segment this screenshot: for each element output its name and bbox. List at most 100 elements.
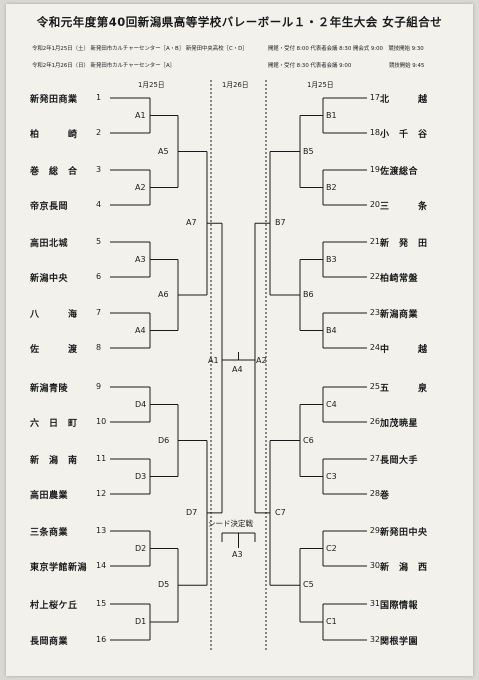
team-number: 7: [96, 308, 102, 317]
team-number: 32: [369, 635, 380, 644]
match-label: D7: [186, 507, 198, 517]
match-label: A7: [186, 218, 197, 228]
team-name: 国際情報: [380, 601, 419, 611]
date-right: 1月25日: [307, 81, 334, 89]
team-name: 小 千 谷: [380, 130, 428, 140]
team-name: 北 越: [380, 95, 428, 105]
team-name: 新発田商業: [30, 95, 78, 105]
team-name: 八 海: [30, 310, 78, 320]
seed-decision-label: シード決定戦: [208, 519, 253, 528]
match-label: D3: [135, 471, 147, 481]
match-label: A1: [135, 110, 146, 120]
team-name: 柏 崎: [30, 130, 78, 140]
match-label: C2: [326, 543, 337, 553]
team-name: 村上桜ケ丘: [30, 601, 78, 611]
team-name: 三条商業: [30, 528, 69, 538]
match-label: C1: [326, 617, 337, 626]
team-number: 4: [96, 200, 102, 209]
date-center: 1月26日: [222, 81, 249, 89]
team-name: 加茂暁星: [380, 419, 419, 429]
match-label: C3: [326, 471, 337, 481]
team-name: 新 潟 南: [30, 456, 78, 466]
team-number: 21: [369, 237, 380, 246]
team-number: 10: [96, 417, 107, 426]
match-label: B6: [303, 290, 314, 299]
team-name: 中 越: [380, 345, 428, 355]
team-name: 高田北城: [30, 239, 69, 249]
match-label: A2: [135, 182, 146, 192]
team-number: 17: [369, 93, 380, 102]
team-number: 24: [369, 343, 380, 352]
team-number: 8: [96, 343, 102, 352]
match-label: C5: [303, 580, 314, 590]
team-number: 16: [96, 635, 107, 644]
team-number: 27: [369, 454, 380, 463]
team-number: 25: [369, 382, 380, 391]
schedule-day1-times: 開館・受付 8:00 代表者会議 8:30 開会式 9:00 競技開始 9:30: [268, 46, 424, 52]
team-name: 新 発 田: [380, 239, 428, 249]
schedule-day2-venue: 令和2年1月26日（日） 新発田市カルチャーセンター［A］: [32, 63, 176, 69]
match-label: D1: [135, 617, 147, 626]
team-name: 佐 渡: [30, 345, 78, 355]
match-label: C4: [326, 399, 337, 409]
match-label: D5: [158, 580, 170, 590]
team-number: 28: [369, 489, 380, 498]
team-name: 巻 総 合: [30, 167, 78, 177]
team-number: 13: [96, 526, 107, 535]
team-name: 関根学園: [380, 637, 419, 647]
team-number: 30: [369, 561, 380, 570]
team-name: 東京学館新潟: [30, 563, 88, 573]
team-number: 6: [96, 272, 102, 281]
team-number: 22: [369, 272, 380, 281]
team-name: 新潟青陵: [30, 384, 69, 394]
match-label: A6: [158, 290, 169, 299]
team-name: 五 泉: [380, 384, 428, 394]
team-number: 9: [96, 382, 102, 391]
team-name: 新潟中央: [30, 274, 69, 284]
semifinal-right-label: A2: [256, 356, 267, 365]
match-label: D6: [158, 435, 170, 445]
team-number: 14: [96, 561, 107, 570]
seed-match-label: A3: [232, 550, 243, 559]
date-left: 1月25日: [138, 81, 165, 89]
bracket-sheet: [6, 4, 473, 676]
team-number: 3: [96, 165, 102, 174]
team-number: 5: [96, 237, 102, 246]
team-number: 1: [96, 93, 102, 102]
team-number: 29: [369, 526, 380, 535]
team-name: 長岡商業: [30, 637, 69, 647]
final-label: A4: [232, 365, 243, 374]
match-label: B4: [326, 325, 337, 335]
match-label: C6: [303, 435, 314, 445]
team-name: 帝京長岡: [30, 202, 69, 212]
team-name: 新潟商業: [380, 310, 419, 320]
team-name: 巻: [380, 491, 390, 501]
schedule-day1-venue: 令和2年1月25日（土） 新発田市カルチャーセンター［A・B］ 新発田中央高校［…: [32, 46, 248, 52]
match-label: B2: [326, 182, 337, 192]
match-label: B7: [275, 218, 286, 228]
match-label: A4: [135, 325, 146, 335]
schedule-day2-times: 開館・受付 8:30 代表者会議 9:00 競技開始 9:45: [268, 63, 425, 69]
team-name: 六 日 町: [30, 419, 78, 429]
team-number: 19: [369, 165, 380, 174]
match-label: A3: [135, 254, 146, 264]
team-number: 18: [369, 128, 380, 137]
team-number: 26: [369, 417, 380, 426]
match-label: B5: [303, 146, 314, 156]
match-label: D4: [135, 399, 147, 409]
team-number: 12: [96, 489, 107, 498]
match-label: B3: [326, 254, 337, 264]
team-name: 新 潟 西: [380, 563, 428, 573]
team-name: 柏崎常盤: [380, 274, 419, 284]
team-name: 新発田中央: [380, 528, 428, 538]
team-name: 三 条: [380, 202, 428, 212]
team-number: 23: [369, 308, 380, 317]
team-name: 長岡大手: [380, 456, 419, 466]
match-label: C7: [275, 507, 286, 517]
team-name: 佐渡総合: [380, 167, 419, 177]
semifinal-left-label: A1: [208, 356, 219, 365]
page-title: 令和元年度第40回新潟県高等学校バレーボール１・２年生大会 女子組合せ: [36, 15, 443, 29]
team-number: 2: [96, 128, 102, 137]
match-label: D2: [135, 543, 147, 553]
